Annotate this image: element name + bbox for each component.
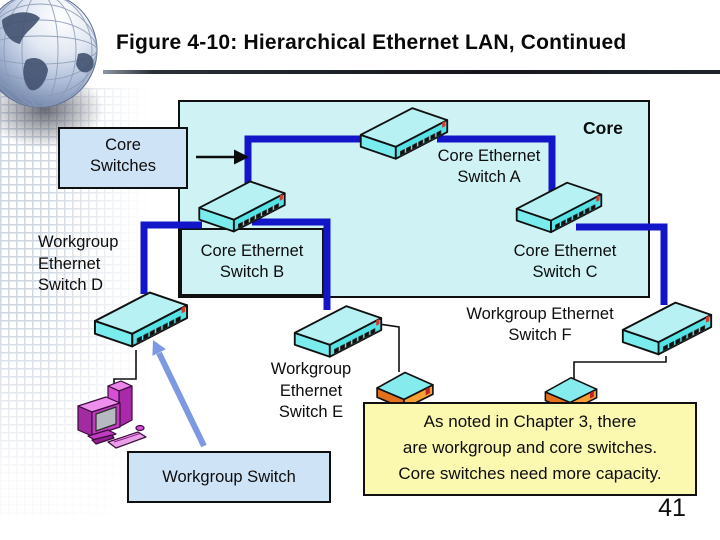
core-switches-line2: Switches [89,157,157,175]
note-line3: Core switches need more capacity. [398,464,662,483]
note-line1: As noted in Chapter 3, there [423,412,637,431]
switch-e-label: Workgroup Ethernet Switch E [270,360,352,421]
slide-title: Figure 4-10: Hierarchical Ethernet LAN, … [116,31,627,54]
switch-f-icon [621,301,713,356]
switch-b-label-line1: Core Ethernet [200,242,304,260]
switch-c-label: Core Ethernet Switch C [513,242,617,281]
switch-b-label-box: Core Ethernet Switch B [180,228,324,296]
title-divider [103,70,720,74]
workgroup-switch-callout: Workgroup Switch [127,451,331,503]
switch-b-icon [198,180,286,233]
core-switches-callout: Core Switches [58,127,188,189]
core-region-label: Core [583,118,623,138]
switch-f-label: Workgroup Ethernet Switch F [466,305,614,344]
page-number: 41 [658,494,686,522]
note-box: As noted in Chapter 3, there are workgro… [363,402,697,496]
note-line2: are workgroup and core switches. [402,438,658,457]
switch-d-label: Workgroup Ethernet Switch D [38,233,119,294]
computer-icon [77,380,147,449]
switch-a-label: Core Ethernet Switch A [437,147,541,186]
switch-b-label-line2: Switch B [219,263,285,281]
globe-icon [0,0,98,108]
up-left-arrow-icon [152,340,207,448]
core-switches-line1: Core [105,136,141,154]
switch-e-icon [293,305,383,358]
